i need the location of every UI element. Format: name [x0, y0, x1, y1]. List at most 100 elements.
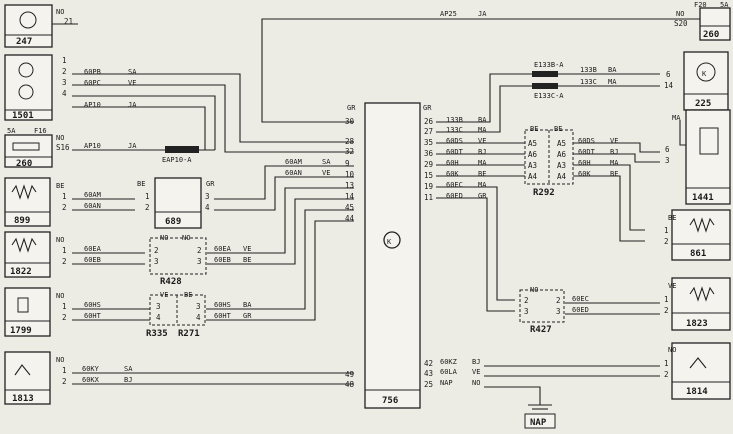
- connector-eap10: EAP10-A: [162, 156, 192, 164]
- wire-60ed: 60ED: [572, 306, 589, 314]
- pin-r2: 35: [424, 138, 433, 147]
- component-247-tag: NO: [56, 8, 64, 16]
- bwire-2-c: NO: [472, 379, 480, 387]
- component-1441: 1441 MA 6 3: [665, 109, 731, 205]
- central-unit-symbol: K: [387, 238, 392, 246]
- connector-r335-tag: VE: [160, 291, 168, 299]
- rwire-0: 133B: [446, 116, 463, 124]
- component-260-left-fuse: F16: [34, 127, 47, 135]
- connector-r271-pb: 4: [196, 313, 201, 322]
- component-1822-p1: 1: [62, 246, 67, 255]
- wire-133c: 133C: [580, 78, 597, 86]
- connector-r427-pd: 3: [556, 307, 561, 316]
- wire-60an-left: 60AN: [84, 202, 101, 210]
- component-260-right-pin: S20: [674, 19, 688, 28]
- component-225: E133B-A E133C-A 133B BA 133C MA 6 14 K 2…: [520, 51, 729, 111]
- component-247: 247 NO 21: [4, 4, 78, 48]
- component-1823-pb: 2: [664, 306, 669, 315]
- connector-r271-label: R271: [178, 329, 200, 339]
- wire-60hs-left: 60HS: [84, 301, 101, 309]
- wire-60eb: 60EB: [214, 256, 231, 264]
- connector-r292: R292 BE BE A5 A6 A3 A4 A5 A6 A3 A4 60DS …: [524, 125, 660, 242]
- pin-l3: 9: [345, 159, 350, 168]
- component-1822: 1822 NO 1 2 60EA 60EB: [4, 231, 145, 278]
- pin-r1: 27: [424, 127, 433, 136]
- connector-r335-pa: 3: [156, 302, 161, 311]
- pin-l6: 14: [345, 192, 355, 201]
- component-689-pc: 3: [205, 192, 210, 201]
- component-1501-p1: 2: [62, 67, 67, 76]
- wire-ap10-color: JA: [128, 142, 137, 150]
- wire-60hs-color: BA: [243, 301, 252, 309]
- wire-60ht: 60HT: [214, 312, 232, 320]
- component-861: 861 BE 1 2: [664, 209, 731, 261]
- wire-60eb-left: 60EB: [84, 256, 101, 264]
- bwire-1: 60LA: [440, 368, 458, 376]
- component-247-pin: 21: [64, 17, 73, 26]
- rwire-4-c: MA: [478, 159, 487, 167]
- rwire-0-c: BA: [478, 116, 487, 124]
- connector-r427-pa: 2: [524, 296, 529, 305]
- component-1814-number: 1814: [686, 387, 708, 397]
- rwire-2: 60DS: [446, 137, 463, 145]
- r292-out-3-c: BE: [610, 170, 618, 178]
- component-899-tag: BE: [56, 182, 64, 190]
- connector-r428-label: R428: [160, 277, 182, 287]
- pin-r9: 43: [424, 369, 433, 378]
- r292-out-2-c: MA: [610, 159, 619, 167]
- component-689-tag2: GR: [206, 180, 215, 188]
- wire-60ea-color: VE: [243, 245, 251, 253]
- r292-out-0-c: VE: [610, 137, 618, 145]
- wire-ap10-a: AP10: [84, 101, 101, 109]
- component-1501-p3: 4: [62, 89, 67, 98]
- r292-r2: A3: [557, 161, 566, 170]
- connector-r428-t1: NO: [160, 234, 168, 242]
- pin-l7: 45: [345, 203, 354, 212]
- component-1814: 1814 NO 1 2: [664, 342, 731, 400]
- bottom-wires: 60KZ BJ 60LA VE NAP NO: [440, 358, 660, 405]
- r292-out-3: 60K: [578, 170, 591, 178]
- component-1822-number: 1822: [10, 267, 32, 277]
- component-1799: 1799 NO 1 2 60HS 60HT: [4, 287, 150, 337]
- component-1501: 1501 1 2 3 4 60PB SA 60PC VE AP10 JA: [4, 54, 354, 153]
- wire-ap10-a-color: JA: [128, 101, 137, 109]
- wire-60kx: 60KX: [82, 376, 100, 384]
- component-225-symbol: K: [702, 70, 707, 78]
- rwire-5-c: BE: [478, 170, 486, 178]
- connector-r427: R427 NO 2 3 2 3 60EC 60ED: [519, 286, 660, 335]
- wire-60hs: 60HS: [214, 301, 231, 309]
- connector-r335-r271: R335 R271 VE BE 3 4 3 4 60HS BA 60HT GR: [146, 209, 354, 339]
- rwire-1: 133C: [446, 126, 463, 134]
- r292-l0: A5: [528, 139, 537, 148]
- component-260-right: 260 F20 5A NO S20: [674, 1, 731, 41]
- wire-133c-color: MA: [608, 78, 617, 86]
- component-260-left-rating: 5A: [7, 127, 16, 135]
- component-1799-number: 1799: [10, 326, 32, 336]
- pin-l5: 13: [345, 181, 354, 190]
- component-1813: 1813 NO 1 2 60KY SA 60KX BJ: [4, 351, 354, 405]
- component-861-pb: 2: [664, 237, 669, 246]
- component-861-pa: 1: [664, 226, 669, 235]
- pin-l9: 49: [345, 370, 354, 379]
- component-1441-pa: 6: [665, 145, 670, 154]
- rwire-2-c: VE: [478, 137, 486, 145]
- connector-r428-pb: 3: [154, 257, 159, 266]
- wire-60ht-color: GR: [243, 312, 252, 320]
- connector-r428-pd: 3: [197, 257, 202, 266]
- component-260-right-number: 260: [703, 30, 719, 40]
- component-1813-number: 1813: [12, 394, 34, 404]
- connector-r427-label: R427: [530, 325, 552, 335]
- connector-r271-tag: BE: [184, 291, 192, 299]
- wire-ap25: AP25 JA: [261, 10, 700, 123]
- component-247-number: 247: [16, 37, 32, 47]
- wire-ap25-color: JA: [478, 10, 487, 18]
- component-260-left-number: 260: [16, 159, 32, 169]
- component-861-tag: BE: [668, 214, 676, 222]
- r292-l1: A6: [528, 150, 538, 159]
- component-689-pa: 1: [145, 192, 150, 201]
- component-1813-p2: 2: [62, 377, 67, 386]
- connector-r428: R428 NO NO 2 3 2 3 60EA VE 60EB BE: [149, 187, 354, 287]
- component-260-left: 260 5A F16 NO S16 AP10 JA EAP10-A: [4, 127, 215, 169]
- component-260-left-pin: S16: [56, 143, 70, 152]
